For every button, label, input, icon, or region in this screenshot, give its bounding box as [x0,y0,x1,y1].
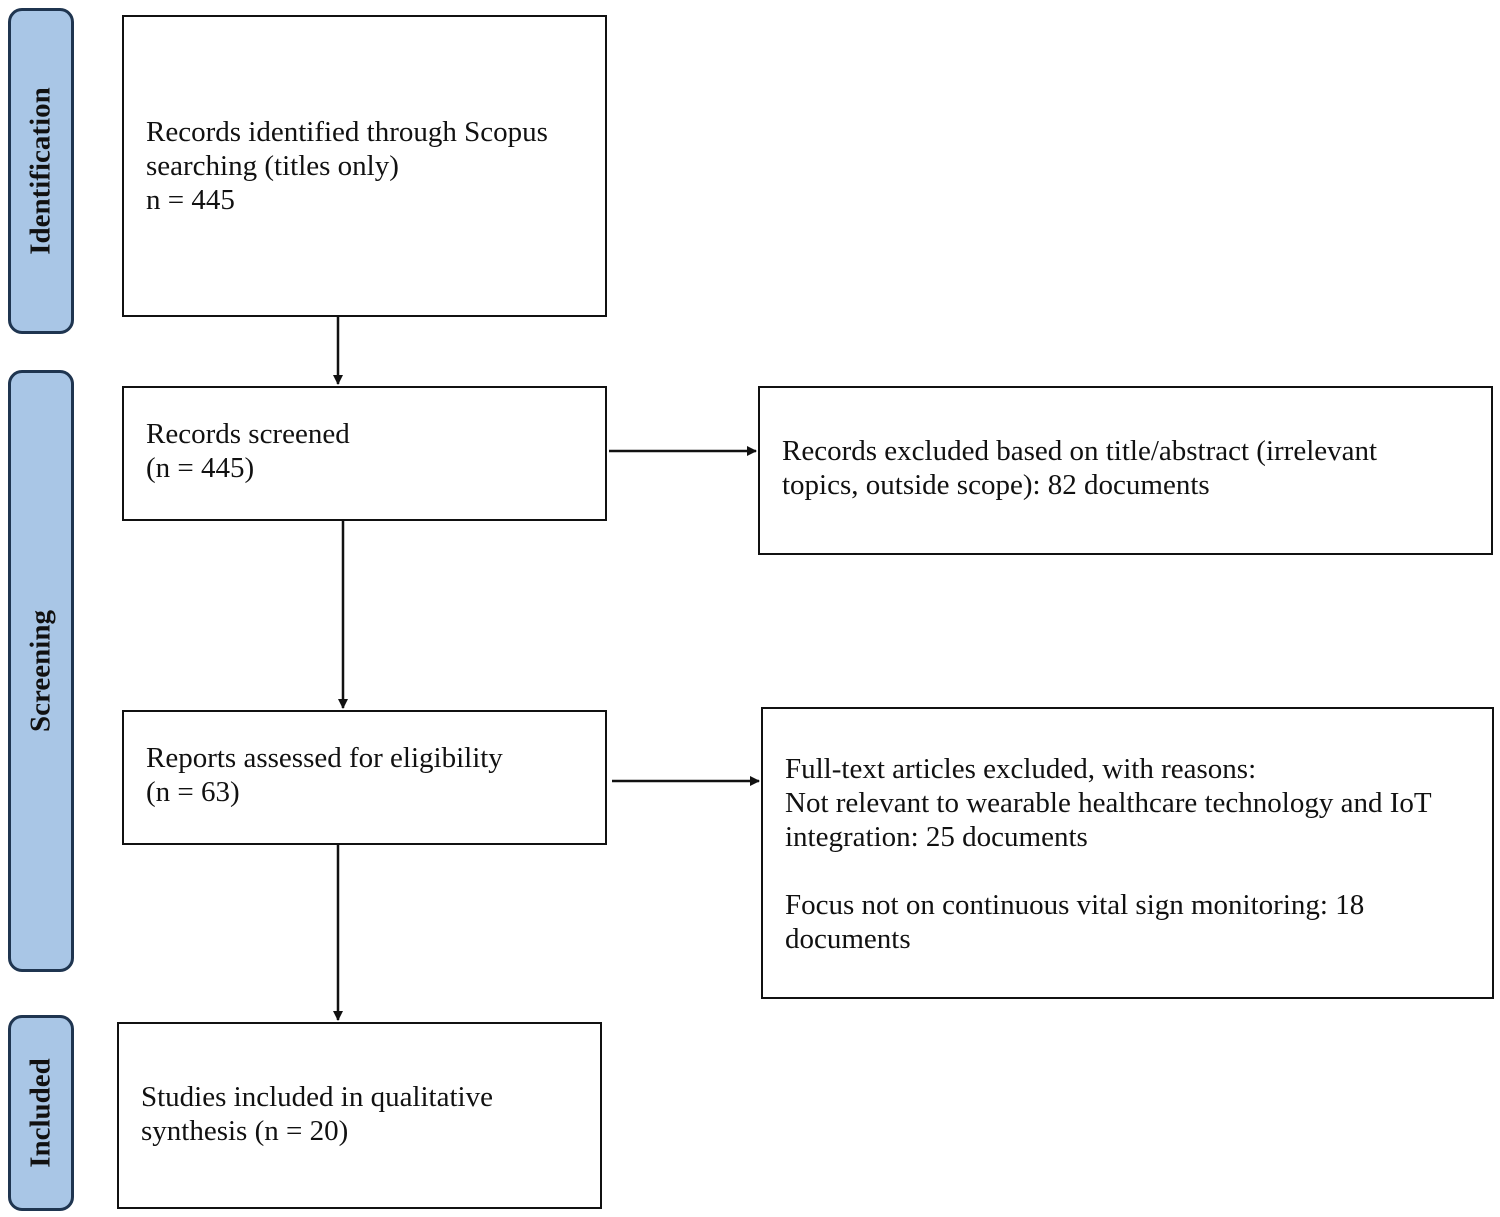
records-excluded-box: Records excluded based on title/abstract… [758,386,1493,555]
records-identified-count: n = 445 [146,184,235,216]
fulltext-reason-1-line-2: integration: 25 documents [785,821,1088,853]
reports-assessed-box: Reports assessed for eligibility (n = 63… [122,710,607,845]
studies-included-line-2: synthesis (n = 20) [141,1115,349,1147]
fulltext-reason-1-line-1: Not relevant to wearable healthcare tech… [785,787,1432,819]
reports-assessed-count: (n = 63) [146,776,240,808]
records-screened-line-1: Records screened [146,418,350,450]
stage-identification: Identification [8,8,74,334]
fulltext-reason-2-line-1: Focus not on continuous vital sign monit… [785,889,1365,921]
fulltext-reason-2-line-2: documents [785,923,911,955]
studies-included-box: Studies included in qualitative synthesi… [117,1022,602,1209]
stage-screening: Screening [8,370,74,972]
records-identified-line-1: Records identified through Scopus [146,116,548,148]
records-excluded-line-2: topics, outside scope): 82 documents [782,469,1210,501]
records-identified-line-2: searching (titles only) [146,150,399,182]
records-identified-box: Records identified through Scopus search… [122,15,607,317]
fulltext-excluded-box: Full-text articles excluded, with reason… [761,707,1494,999]
records-screened-box: Records screened (n = 445) [122,386,607,521]
records-excluded-line-1: Records excluded based on title/abstract… [782,435,1378,467]
fulltext-excluded-heading: Full-text articles excluded, with reason… [785,753,1257,785]
stage-included: Included [8,1015,74,1211]
studies-included-line-1: Studies included in qualitative [141,1081,493,1113]
records-screened-count: (n = 445) [146,452,255,484]
reports-assessed-line-1: Reports assessed for eligibility [146,742,503,774]
